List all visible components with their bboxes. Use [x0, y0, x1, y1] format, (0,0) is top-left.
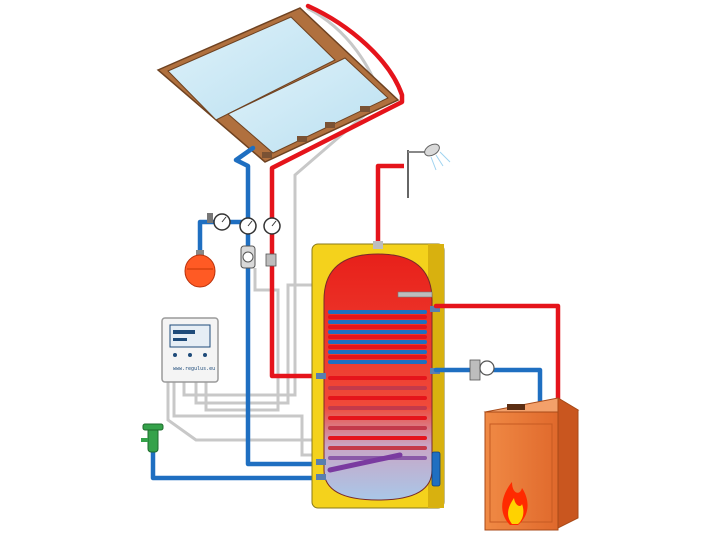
solar-collectors [156, 7, 400, 163]
boiler [483, 397, 580, 531]
boiler-control-panel [507, 404, 525, 410]
solar-loop-pipes [197, 3, 405, 467]
cable-tank-sensor-bottom [172, 382, 318, 457]
cold-inlet-diffuser [327, 452, 403, 473]
heating-rod [397, 291, 433, 298]
solar-pump-icon [240, 245, 256, 269]
dhw-outlet-pipe [375, 163, 404, 248]
solar-pump-group [207, 213, 281, 269]
tank-top-fitting [373, 241, 383, 249]
solar-hot-flow-pipe [269, 3, 405, 379]
controller-button-2[interactable] [188, 353, 192, 357]
tank-side-flange [431, 451, 441, 487]
collector-brackets [262, 106, 370, 158]
boiler-loop-pipes [433, 303, 561, 407]
solar-controller: www.regulus.eu [161, 317, 219, 383]
boiler-hot-flow-pipe [433, 303, 561, 407]
boiler-side [557, 397, 579, 529]
thermometer-gauge-left-icon [239, 217, 257, 235]
controller-display-bar-2 [173, 338, 187, 341]
cable-pump [204, 268, 280, 412]
thermometer-gauge-right-icon [263, 217, 281, 235]
controller-button-1[interactable] [173, 353, 177, 357]
cable-collector-sensor [182, 6, 384, 397]
controller-display-bar [173, 330, 195, 334]
lower-coil [328, 376, 427, 460]
cable-tank-sensor-top [194, 283, 318, 405]
drain-pipe [150, 450, 320, 481]
storage-tank [311, 241, 445, 509]
upper-coil [328, 310, 427, 364]
controller-cables [166, 6, 384, 457]
flame-icon [502, 482, 528, 525]
expansion-vessel [184, 250, 216, 288]
shower [407, 143, 451, 198]
boiler-pump-icon [469, 359, 495, 381]
solar-cold-return-pipe [233, 145, 323, 467]
pressure-gauge-icon [213, 213, 231, 231]
expansion-branch-pipe [197, 219, 251, 255]
safety-valve-icon [207, 213, 213, 223]
shower-head-icon [424, 143, 451, 171]
controller-button-3[interactable] [203, 353, 207, 357]
controller-display [169, 324, 211, 348]
collector-panel-right [227, 57, 389, 154]
cable-power [166, 382, 318, 442]
fill-drain-valve [141, 423, 320, 481]
flow-meter-icon [265, 253, 277, 267]
collector-panel-left [167, 16, 336, 121]
controller-label: www.regulus.eu [173, 366, 215, 372]
